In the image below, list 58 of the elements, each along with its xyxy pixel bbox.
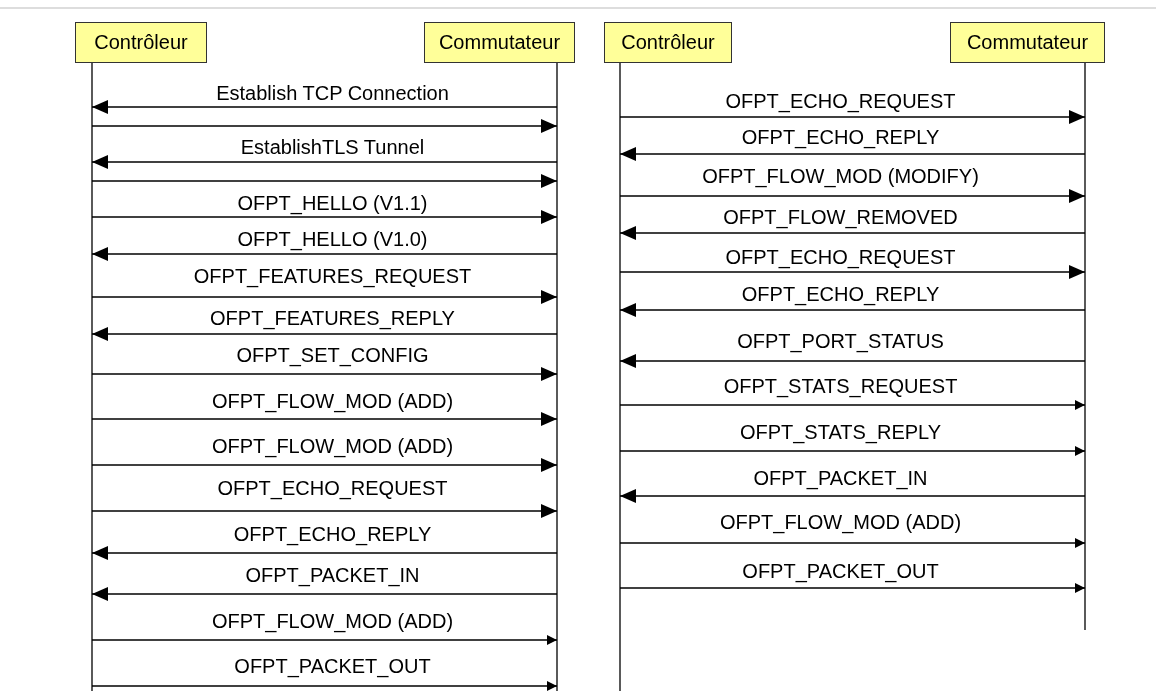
participant-box: Commutateur (424, 22, 575, 63)
message-label: EstablishTLS Tunnel (240, 135, 425, 159)
message-arrow (91, 100, 558, 114)
message-label: OFPT_FLOW_REMOVED (723, 205, 958, 229)
message-arrow (91, 290, 558, 304)
message-label: OFPT_ECHO_REPLY (233, 522, 432, 546)
message-label: OFPT_PACKET_OUT (742, 559, 939, 583)
message-label: OFPT_ECHO_REPLY (741, 282, 940, 306)
participant-box: Contrôleur (604, 22, 732, 63)
message-label: OFPT_FEATURES_REQUEST (193, 264, 472, 288)
message-arrow (619, 303, 1086, 317)
message-label: OFPT_FLOW_MOD (ADD) (211, 434, 454, 458)
message-arrow (619, 538, 1086, 548)
message-arrow (91, 412, 558, 426)
message-arrow (91, 635, 558, 645)
message-arrow (619, 583, 1086, 593)
message-label: OFPT_PACKET_IN (245, 563, 420, 587)
message-label: OFPT_PACKET_IN (753, 466, 928, 490)
message-arrow (619, 400, 1086, 410)
message-arrow (619, 446, 1086, 456)
participant-box: Contrôleur (75, 22, 207, 63)
message-label: OFPT_FEATURES_REPLY (210, 306, 455, 330)
participant-box: Commutateur (950, 22, 1105, 63)
message-arrow (91, 587, 558, 601)
message-arrow (91, 174, 558, 188)
message-label: OFPT_FLOW_MOD (ADD) (211, 389, 454, 413)
message-arrow (619, 489, 1086, 503)
message-arrow (619, 265, 1086, 279)
message-label: OFPT_FLOW_MOD (MODIFY) (702, 164, 979, 188)
message-arrow (91, 327, 558, 341)
message-arrow (91, 546, 558, 560)
message-label: OFPT_ECHO_REQUEST (217, 476, 448, 500)
message-label: OFPT_ECHO_REQUEST (725, 245, 956, 269)
message-label: OFPT_ECHO_REQUEST (725, 89, 956, 113)
message-label: Establish TCP Connection (216, 81, 449, 105)
message-arrow (619, 147, 1086, 161)
message-label: OFPT_HELLO (V1.1) (237, 191, 428, 215)
message-arrow (91, 681, 558, 691)
message-arrow (91, 367, 558, 381)
message-label: OFPT_HELLO (V1.0) (237, 227, 428, 251)
message-label: OFPT_FLOW_MOD (ADD) (211, 609, 454, 633)
message-label: OFPT_FLOW_MOD (ADD) (719, 510, 962, 534)
message-label: OFPT_STATS_REQUEST (723, 374, 958, 398)
message-label: OFPT_PACKET_OUT (234, 654, 431, 678)
message-arrow (91, 247, 558, 261)
message-label: OFPT_SET_CONFIG (236, 343, 429, 367)
message-label: OFPT_STATS_REPLY (739, 420, 942, 444)
message-label: OFPT_ECHO_REPLY (741, 125, 940, 149)
message-label: OFPT_PORT_STATUS (737, 329, 944, 353)
message-arrow (619, 226, 1086, 240)
message-arrow (91, 210, 558, 224)
message-arrow (91, 458, 558, 472)
message-arrow (619, 189, 1086, 203)
message-arrow (91, 155, 558, 169)
message-arrow (619, 110, 1086, 124)
message-arrow (91, 504, 558, 518)
message-arrow (91, 119, 558, 133)
message-arrow (619, 354, 1086, 368)
